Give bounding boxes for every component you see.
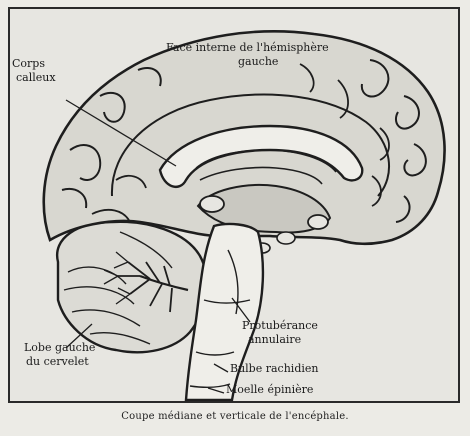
label-corpus-callosum-line1: Corps [12,58,45,70]
label-pons-line1: Protubérance [242,320,318,332]
label-spinal-cord: Moelle épinière [226,384,313,396]
label-cerebellum-line2: du cervelet [26,356,89,368]
label-corpus-callosum-line2: calleux [16,72,56,84]
label-pons-line2: annulaire [248,334,301,346]
figure-caption: Coupe médiane et verticale de l'encéphal… [0,411,470,422]
label-hemisphere-line1: Face interne de l'hémisphère [166,42,329,54]
cerebellum [57,222,207,352]
label-cerebellum-line1: Lobe gauche [24,342,95,354]
label-hemisphere-line2: gauche [238,56,278,68]
label-medulla: Bulbe rachidien [230,363,318,375]
